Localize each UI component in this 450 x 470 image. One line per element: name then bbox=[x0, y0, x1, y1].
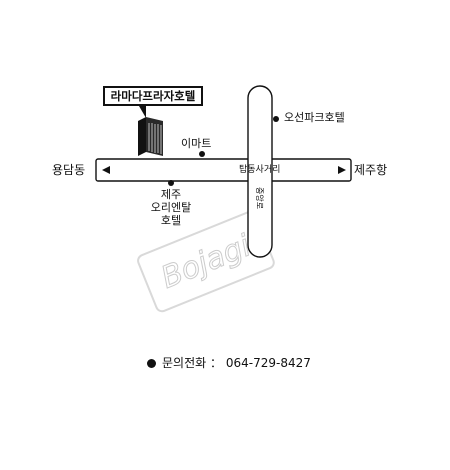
oriental-line-2: 오리엔탈 bbox=[150, 201, 192, 214]
phone-inquiry-label: 문의전화 bbox=[162, 356, 207, 370]
oriental-line-3: 호텔 bbox=[160, 214, 182, 227]
oriental-hotel-marker-icon bbox=[168, 180, 174, 186]
intersection-label: 탑동사거리 bbox=[239, 165, 281, 175]
svg-text:Bojagi: Bojagi bbox=[156, 228, 256, 296]
oriental-line-1: 제주 bbox=[160, 188, 182, 201]
phone-number: 064-729-8427 bbox=[225, 356, 311, 370]
hotel-name-label: 라마다프라자호텔 bbox=[103, 86, 203, 106]
west-direction-label: 용담동 bbox=[52, 163, 86, 177]
phone-separator: ： bbox=[210, 356, 223, 370]
horizontal-road bbox=[95, 158, 352, 182]
emart-label: 이마트 bbox=[181, 137, 212, 150]
phone-inquiry: 문의전화 ： 064-729-8427 bbox=[147, 355, 311, 371]
vertical-road-label: 중앙로 bbox=[255, 187, 264, 210]
hotel-callout-pointer bbox=[139, 106, 146, 118]
emart-marker-icon bbox=[199, 151, 205, 157]
arrow-west-icon bbox=[102, 166, 110, 174]
oseon-hotel-label: 오선파크호텔 bbox=[284, 111, 345, 124]
bullet-icon bbox=[147, 358, 156, 368]
oriental-hotel-label: 제주 오리엔탈 호텔 bbox=[148, 188, 194, 227]
arrow-east-icon bbox=[338, 166, 346, 174]
oseon-hotel-marker-icon bbox=[273, 116, 279, 122]
east-direction-label: 제주항 bbox=[354, 163, 388, 177]
hotel-building-icon bbox=[138, 117, 163, 156]
